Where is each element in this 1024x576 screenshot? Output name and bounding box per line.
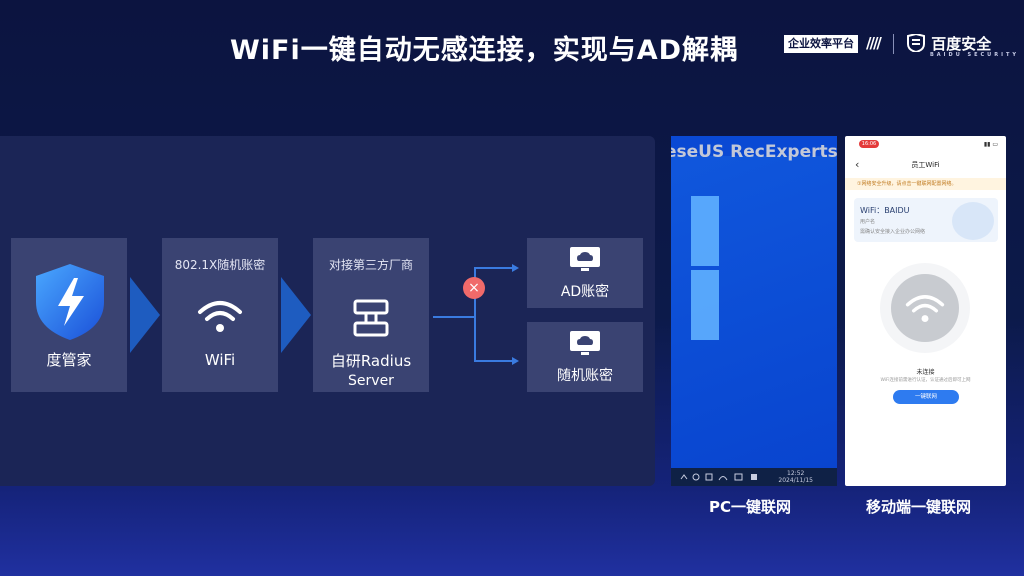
box-label: AD账密 — [560, 284, 610, 300]
status-time: 16:06 — [859, 140, 879, 148]
brand-name: 百度安全 — [931, 35, 992, 53]
flow-arrow-1 — [130, 277, 160, 353]
baidu-security-logo: 百度安全 BAIDU SECURITY — [906, 32, 1016, 58]
connect-ring[interactable] — [880, 263, 970, 353]
illustration — [952, 202, 994, 240]
connection-status: 未连接 — [916, 369, 935, 376]
monitor-cloud-icon — [570, 247, 600, 271]
mobile-app-screenshot: 16:06 ▮▮ ▭ ‹ 员工WiFi ①网络安全升级，请点击一键联网配置网络。… — [845, 136, 1006, 486]
box-label-line2: Server — [348, 373, 394, 389]
flow-box-wifi: 802.1X随机账密 WiFi — [162, 238, 278, 392]
tray-icons — [680, 473, 757, 481]
windows-taskbar: 12:52 2024/11/15 — [671, 468, 837, 486]
wifi-name: WiFi：BAIDU — [860, 206, 910, 215]
wifi-icon — [198, 301, 242, 332]
windows-logo-pane — [691, 196, 719, 266]
connector-vertical — [474, 267, 476, 362]
connect-core — [891, 274, 959, 342]
taskbar-clock: 12:52 2024/11/15 — [778, 470, 813, 484]
box-label: WiFi — [204, 351, 236, 369]
box-top-label: 对接第三方厂商 — [328, 258, 413, 272]
platform-logo: 企业效率平台 — [784, 35, 858, 53]
card-hint: 需确认安全接入企业办公网络 — [860, 229, 926, 235]
page-title: WiFi一键自动无感连接，实现与AD解耦 — [230, 35, 739, 66]
phone-page-title: 员工WiFi — [911, 161, 940, 169]
battery-icon: ▮▮ ▭ — [983, 141, 998, 148]
connector-to-ad — [474, 267, 512, 269]
flow-box-radius: 对接第三方厂商 自研Radius Server — [313, 238, 429, 392]
mobile-caption: 移动端一键联网 — [866, 498, 972, 516]
arrowhead-random — [512, 357, 519, 365]
wifi-info-card: WiFi：BAIDU 用户名 需确认安全接入企业办公网络 — [854, 198, 998, 242]
flow-arrow-2 — [281, 277, 311, 353]
brand-divider — [893, 34, 894, 54]
box-label: 随机账密 — [557, 368, 613, 384]
brand-sub: BAIDU SECURITY — [930, 52, 1019, 58]
clock-time: 12:52 — [787, 470, 805, 477]
windows-logo-pane — [691, 270, 719, 340]
status-subtext: WiFi连接前需进行认证，认证通过后即可上网 — [880, 378, 971, 383]
back-chevron-icon[interactable]: ‹ — [855, 158, 860, 171]
clock-date: 2024/11/15 — [778, 477, 813, 484]
pc-caption: PC一键联网 — [709, 498, 792, 516]
phone-notice: ①网络安全升级，请点击一键联网配置网络。 — [845, 178, 1006, 190]
box-label: 度管家 — [46, 351, 92, 369]
flow-box-random: 随机账密 — [527, 322, 643, 392]
connector-main — [433, 316, 475, 318]
recorder-watermark: eseUS RecExperts — [671, 142, 837, 162]
flow-box-ad: AD账密 — [527, 238, 643, 308]
arrowhead-ad — [512, 264, 519, 272]
connector-to-random — [474, 360, 512, 362]
server-icon — [353, 299, 389, 337]
logo-slashes: //// — [866, 34, 882, 52]
monitor-cloud-icon — [570, 331, 600, 355]
blocked-x-icon: × — [463, 277, 485, 299]
box-label-line1: 自研Radius — [330, 352, 412, 370]
user-label: 用户名 — [860, 219, 876, 225]
box-top-label: 802.1X随机账密 — [174, 258, 266, 272]
pc-desktop-screenshot: eseUS RecExperts 12:52 2024/11/15 — [671, 136, 837, 486]
one-click-connect-button[interactable]: 一键联网 — [893, 390, 959, 404]
flow-box-dujiajia: 度管家 — [11, 238, 127, 392]
wifi-icon — [905, 295, 945, 323]
shield-lightning-icon — [36, 264, 104, 340]
shield-logo-icon — [907, 32, 925, 54]
